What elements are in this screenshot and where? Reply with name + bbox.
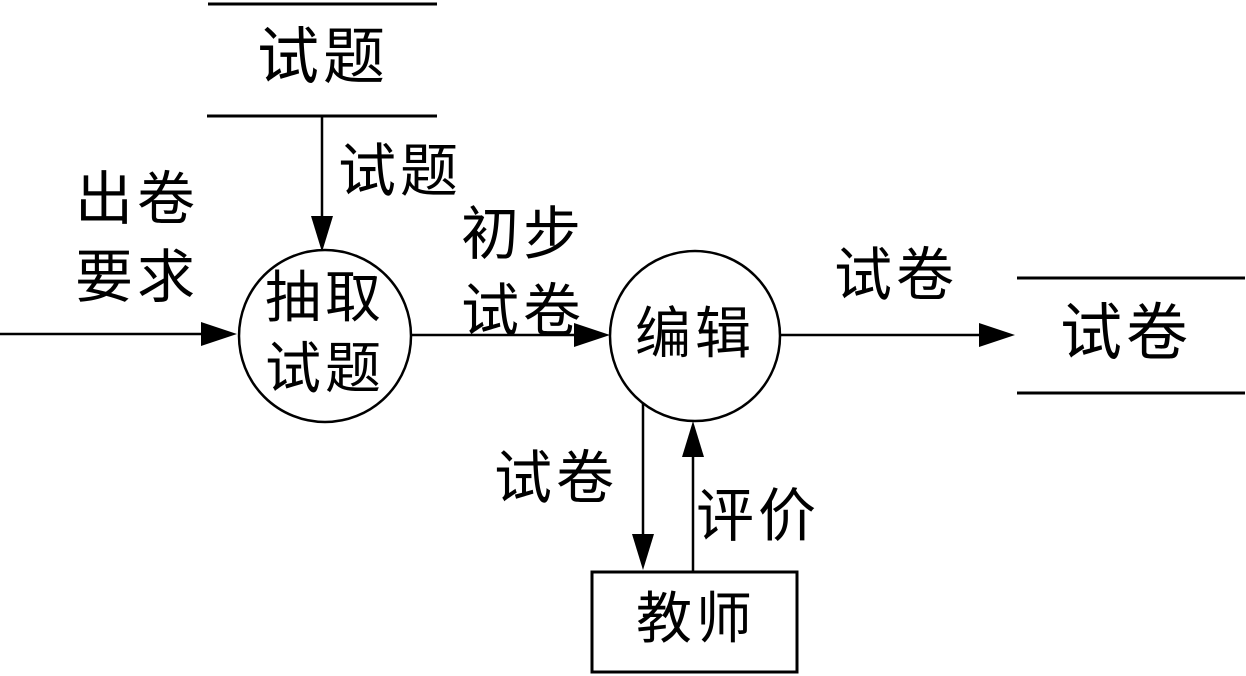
edit-process-label: 编辑 [635,304,755,366]
paper-store-label: 试卷 [1059,300,1193,368]
exam-request-label-line2: 要求 [74,245,200,310]
exam-request-arrowhead [201,322,237,346]
evaluation-label: 评价 [695,484,821,549]
draft-paper-arrowhead [574,323,610,347]
extract-process-label-line2: 试题 [265,339,385,401]
final-paper-arrowhead [979,323,1015,347]
exam-request-label-line1: 出卷 [74,167,200,232]
final-paper-label: 试卷 [833,243,959,308]
paper-to-teacher-arrowhead [632,534,654,570]
evaluation-arrowhead [682,421,704,457]
draft-paper-label-line1: 初步 [460,202,586,267]
question-store-label: 试题 [256,24,390,92]
extract-process-label-line1: 抽取 [265,268,385,330]
draft-paper-label-line2: 试卷 [460,279,586,344]
teacher-entity-box [590,570,799,674]
paper-to-teacher-label: 试卷 [493,446,619,511]
questions-flow-arrowhead [311,216,333,252]
teacher-entity-label: 教师 [636,589,756,651]
questions-flow-label: 试题 [337,139,463,204]
